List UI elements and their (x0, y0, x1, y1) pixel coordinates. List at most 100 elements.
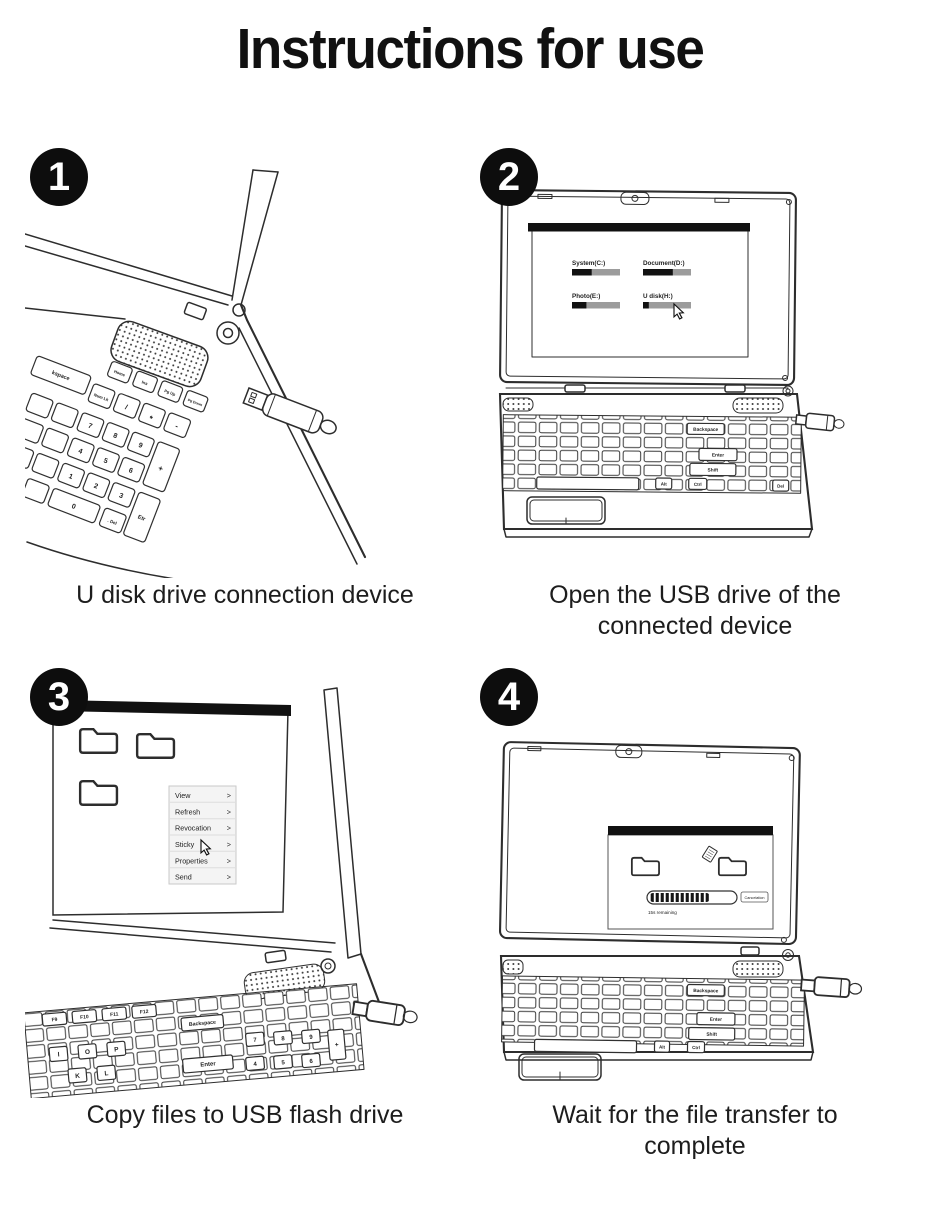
key-label: + (157, 464, 165, 474)
step-2: 2 (475, 142, 915, 662)
drive-label: System(C:) (572, 260, 605, 267)
drive-window: System(C:) Document(D:) Photo(E:) (528, 223, 750, 358)
context-menu-item: Refresh> (175, 807, 231, 816)
webcam-icon (615, 744, 643, 759)
key-label: Enter (712, 452, 724, 458)
key-label: Enter (710, 1017, 722, 1023)
bezel-mark (714, 197, 730, 203)
drive-item: Photo(E:) (572, 293, 620, 309)
key-label: Alt (659, 1045, 666, 1050)
webcam-icon (620, 191, 650, 205)
key-label: F11 (110, 1012, 119, 1019)
step-4-badge: 4 (480, 668, 538, 726)
key-label: 9 (137, 442, 143, 450)
context-menu-item: View > (175, 791, 231, 800)
page-title: Instructions for use (236, 17, 705, 81)
key-label: 5 (281, 1060, 286, 1066)
submenu-arrow-icon: > (227, 791, 231, 800)
power-button (782, 949, 794, 961)
key-label: F9 (51, 1017, 58, 1024)
key-label: P (114, 1046, 120, 1053)
speaker-grille (502, 397, 534, 412)
key-label: + (335, 1041, 340, 1048)
key-label: Shift (706, 1032, 717, 1038)
step-3-illustration: View> Refresh> Revocation> Sticky> Prope… (25, 687, 418, 1098)
laptop-lid (25, 169, 279, 306)
bezel-mark (527, 745, 542, 752)
laptop-corner: kspace Home Ins Pg Up Pg Down Num Lk / *… (25, 169, 367, 578)
drive-bar-fill (643, 302, 649, 309)
window-title-bar (57, 700, 291, 716)
laptop-front: System(C:) Document(D:) Photo(E:) (498, 188, 845, 538)
speaker-grille (732, 960, 784, 978)
progress-bar (646, 890, 738, 905)
key-label: Ins (141, 379, 149, 386)
cancel-button-label: Cancelation (744, 896, 764, 900)
step-2-badge: 2 (480, 148, 538, 206)
submenu-arrow-icon: > (227, 824, 231, 833)
key-label: 5 (102, 457, 108, 465)
drive-item: Document(D:) (643, 260, 691, 276)
drive-bar (643, 302, 691, 309)
bezel-mark (537, 193, 553, 199)
submenu-arrow-icon: > (227, 856, 231, 865)
front-edge (503, 528, 813, 538)
step-3-badge: 3 (30, 668, 88, 726)
drive-label: Document(D:) (643, 260, 685, 267)
screen: View> Refresh> Revocation> Sticky> Prope… (52, 687, 362, 959)
key-label: . Del (107, 518, 118, 526)
bezel-screw (785, 198, 792, 205)
window-title-bar (528, 223, 750, 232)
submenu-arrow-icon: > (227, 840, 231, 849)
bezel-screw (782, 374, 789, 381)
menu-item-label: Send (175, 873, 192, 882)
key-label: O (85, 1049, 91, 1056)
menu-item-label: View (175, 791, 191, 800)
keyboard: Backspace Enter Shift Alt Ctrl (501, 975, 805, 1054)
key-label: 9 (309, 1035, 314, 1041)
submenu-arrow-icon: > (227, 873, 231, 882)
touchpad (526, 496, 606, 525)
cursor-icon (200, 838, 212, 856)
cancel-button: Cancelation (740, 891, 769, 903)
drive-bar (572, 302, 620, 309)
context-menu-item: Revocation> (175, 824, 231, 833)
context-menu: View> Refresh> Revocation> Sticky> Prope… (168, 785, 237, 885)
usb-flash-drive-icon (242, 387, 337, 435)
drive-bar-fill (572, 269, 592, 276)
power-button (782, 385, 794, 397)
cursor-icon (673, 302, 685, 320)
lid-edge (323, 687, 362, 959)
keyboard: F9 F10 F11 F12 Backspace Enter I O P K L… (25, 983, 365, 1098)
transfer-dialog: Cancelation 15s remaining (607, 826, 774, 930)
key-label: Shift (707, 467, 718, 473)
key-label: Ctrl (692, 1045, 700, 1050)
folder-icon (717, 856, 747, 877)
folder-icon (78, 727, 119, 754)
submenu-arrow-icon: > (227, 807, 231, 816)
spacebar-key (533, 1038, 638, 1054)
numeric-keypad: kspace Home Ins Pg Up Pg Down Num Lk / *… (25, 355, 209, 543)
laptop-angled: View> Refresh> Revocation> Sticky> Prope… (25, 687, 418, 1098)
menu-item-label: Sticky (175, 840, 195, 849)
power-button (216, 321, 240, 345)
context-menu-item: Send > (175, 873, 231, 882)
key-label: Home (113, 369, 126, 378)
key-label: 2 (93, 483, 99, 491)
file-icon (701, 845, 718, 863)
hinge (505, 384, 789, 395)
key-label: 6 (128, 467, 134, 475)
folder-icon (78, 779, 119, 806)
key-label: / (124, 404, 128, 411)
key-label: F12 (140, 1009, 149, 1016)
power-button (320, 958, 336, 974)
step-3: 3 View > (25, 662, 465, 1182)
key-label: L (104, 1070, 109, 1077)
key-label: 4 (77, 448, 83, 456)
key-label: 1 (67, 473, 73, 481)
step-1: 1 (25, 142, 465, 662)
folder-icon (135, 732, 176, 759)
key-label: * (148, 413, 155, 424)
key-label: Pg Up (164, 388, 177, 397)
key-label: Backspace (189, 1020, 217, 1028)
